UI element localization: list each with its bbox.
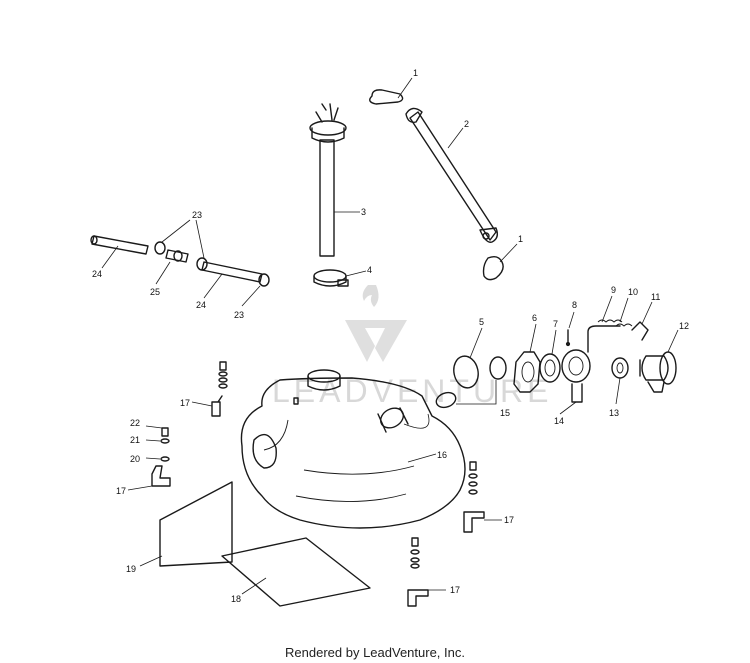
part-6-nut: 6	[513, 313, 541, 393]
callout-9: 9	[611, 285, 616, 295]
part-17-bracket-left: 17	[116, 427, 171, 496]
callout-23-top: 23	[192, 210, 202, 220]
part-24-hose-left: 24	[90, 235, 149, 279]
part-21-washer: 21	[130, 435, 161, 445]
callout-19: 19	[126, 564, 136, 574]
callout-3: 3	[361, 207, 366, 217]
callout-24-left: 24	[92, 269, 102, 279]
part-1-clip-bottom: 1	[482, 234, 523, 281]
callout-7: 7	[553, 319, 558, 329]
part-25-connector: 25	[150, 249, 189, 297]
part-10-chain: 10	[615, 287, 638, 327]
part-7-gasket: 7	[539, 319, 561, 383]
callout-17-bottom: 17	[450, 585, 460, 595]
callout-21: 21	[130, 435, 140, 445]
footer-credit: Rendered by LeadVenture, Inc.	[285, 645, 465, 660]
callout-17-left: 17	[116, 486, 126, 496]
callout-14: 14	[554, 416, 564, 426]
callout-16: 16	[437, 450, 447, 460]
part-2-strap: 2	[405, 107, 499, 243]
callout-25: 25	[150, 287, 160, 297]
part-8-screw: 8	[565, 300, 577, 347]
part-23-clamp-left: 23	[154, 210, 205, 259]
callout-17-top: 17	[180, 398, 190, 408]
callout-22: 22	[130, 418, 140, 428]
part-11-retainer: 11	[631, 292, 660, 341]
part-17-bracket-bottom: 17	[407, 537, 460, 607]
part-17-bracket-right: 17	[463, 461, 514, 533]
callout-15: 15	[500, 408, 510, 418]
part-14-filler-neck: 14	[554, 349, 591, 426]
part-12-fuel-cap: 12	[639, 321, 689, 393]
callout-11: 11	[651, 292, 660, 302]
part-13-cap-gasket: 13	[609, 357, 629, 418]
callout-4: 4	[367, 265, 372, 275]
part-24-hose-right: 24	[196, 261, 263, 310]
part-20-nut: 20	[130, 454, 161, 464]
part-19-pad: 19	[126, 481, 233, 574]
part-22-bolt: 22	[130, 418, 163, 429]
callout-17-right: 17	[504, 515, 514, 525]
callout-2: 2	[464, 119, 469, 129]
callout-18: 18	[231, 594, 241, 604]
part-15-o-ring: 15	[435, 356, 510, 418]
part-18-pad: 18	[221, 537, 371, 607]
callout-10: 10	[628, 287, 638, 297]
callout-5: 5	[479, 317, 484, 327]
callout-20: 20	[130, 454, 140, 464]
callout-1-bottom: 1	[518, 234, 523, 244]
callout-6: 6	[532, 313, 537, 323]
part-9-tether: 9	[587, 285, 623, 353]
callout-23-bottom: 23	[234, 310, 244, 320]
callout-1-top: 1	[413, 68, 418, 78]
callout-13: 13	[609, 408, 619, 418]
callout-8: 8	[572, 300, 577, 310]
part-17-bracket-top: 17	[180, 361, 228, 417]
part-23-clamp-right: 23	[234, 273, 270, 320]
part-4-hose-clamp: 4	[313, 265, 372, 287]
part-16-fuel-tank: 16	[240, 369, 466, 529]
part-1-clip-top: 1	[369, 68, 418, 105]
callout-24-right: 24	[196, 300, 206, 310]
part-5-seal-ring: 5	[453, 317, 484, 389]
callout-12: 12	[679, 321, 689, 331]
part-3-fuel-sender: 3	[309, 103, 366, 257]
